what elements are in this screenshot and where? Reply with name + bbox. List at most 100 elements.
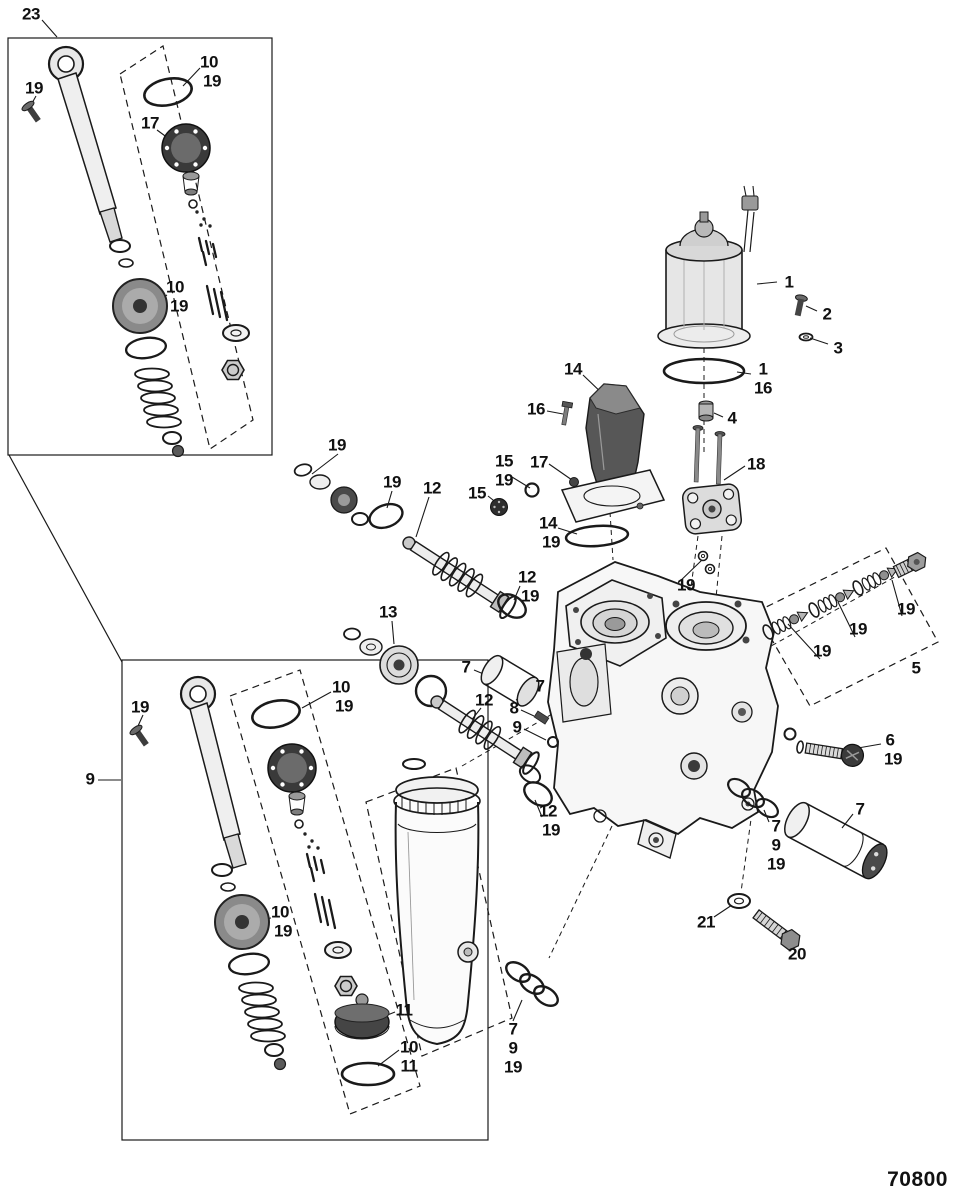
washer	[109, 239, 131, 253]
callout-19: 19	[170, 296, 188, 316]
washer-small	[220, 882, 236, 892]
callout-7: 7	[855, 799, 865, 819]
callout-11: 11	[395, 1000, 413, 1020]
washer-small	[118, 258, 134, 268]
screw-cluster	[305, 852, 337, 930]
motor-o-ring	[662, 357, 746, 385]
washer	[211, 863, 233, 877]
check-valve	[808, 589, 855, 618]
cap-o-ring	[564, 524, 630, 548]
o-ring	[251, 699, 301, 729]
retainer-ring	[162, 431, 182, 445]
bolt-icon	[129, 724, 149, 747]
o-ring	[497, 593, 527, 619]
seal-ring	[547, 736, 559, 748]
rod-and-seal-parts	[293, 463, 559, 807]
pump-body	[681, 483, 743, 535]
filter	[698, 400, 714, 422]
manual-release-screw	[796, 740, 865, 767]
check-balls	[303, 832, 320, 850]
wire-connector	[741, 195, 759, 211]
callout-19: 19	[677, 575, 695, 595]
callout-17: 17	[530, 452, 548, 472]
callout-10: 10	[400, 1037, 418, 1057]
callout-7: 7	[508, 1019, 518, 1039]
callout-19: 19	[274, 921, 292, 941]
fill-plug	[490, 498, 508, 516]
plate-screw	[569, 477, 579, 487]
callout-15: 15	[468, 483, 486, 503]
callout-19: 19	[521, 586, 539, 606]
callout-5: 5	[911, 658, 921, 678]
dashed-box-valve-kit	[755, 547, 939, 707]
spring	[238, 981, 286, 1043]
right-side-parts	[505, 727, 888, 1007]
callout-6: 6	[885, 730, 895, 750]
callout-10: 10	[200, 52, 218, 72]
piston	[112, 278, 168, 334]
pump-motor-assembly	[657, 185, 814, 575]
lock-nut	[221, 359, 245, 381]
backup-washer	[309, 474, 331, 490]
motor-washer	[798, 332, 814, 342]
piston-head	[161, 123, 211, 209]
callout-19: 19	[335, 696, 353, 716]
drawing-number: 70800	[887, 1168, 948, 1191]
callout-19: 19	[383, 472, 401, 492]
o-ring-large	[340, 1061, 396, 1087]
pump-bolt	[714, 431, 726, 485]
callout-1: 1	[784, 272, 794, 292]
o-ring	[227, 952, 271, 976]
small-o-ring	[524, 482, 540, 498]
callout-12: 12	[518, 567, 536, 587]
memory-piston	[334, 993, 390, 1040]
callout-7: 7	[461, 657, 471, 677]
trim-rod-eye	[47, 45, 123, 243]
screw-cluster	[197, 236, 229, 322]
callout-9: 9	[508, 1038, 518, 1058]
callout-19: 19	[328, 435, 346, 455]
end-cap-kit	[343, 627, 448, 708]
o-ring	[143, 77, 193, 107]
callout-17: 17	[141, 113, 159, 133]
cylinder-sleeve	[480, 654, 540, 707]
trim-cylinder-kit-top	[21, 45, 250, 458]
pump-bolt	[692, 425, 704, 483]
o-ring-small	[783, 727, 797, 741]
o-ring	[368, 502, 404, 530]
callout-10: 10	[332, 677, 350, 697]
callout-19: 19	[203, 71, 221, 91]
callout-12: 12	[475, 690, 493, 710]
check-balls	[195, 210, 212, 228]
callout-11: 11	[400, 1056, 418, 1076]
dashed-connectors	[461, 348, 901, 959]
o-ring	[124, 336, 168, 360]
cylinder-bore-right	[665, 600, 750, 651]
seat	[273, 1057, 287, 1071]
valve-plug	[892, 551, 927, 579]
callout-15: 15	[495, 451, 513, 471]
callout-16: 16	[754, 378, 772, 398]
vent-screw	[561, 400, 574, 426]
spring	[134, 367, 182, 429]
callout-19: 19	[131, 697, 149, 717]
seat	[171, 444, 185, 458]
pump-washers	[697, 550, 716, 575]
callout-16: 16	[527, 399, 545, 419]
retainer-ring	[264, 1043, 284, 1057]
tilt-cylinder-body	[393, 758, 481, 1046]
o-ring	[523, 781, 553, 807]
pin	[533, 710, 550, 725]
lock-nut	[334, 975, 358, 997]
trim-rod-lower	[430, 695, 540, 775]
callout-14: 14	[539, 513, 557, 533]
callout-18: 18	[747, 454, 765, 474]
callout-19: 19	[849, 619, 867, 639]
manifold-body	[547, 561, 779, 859]
callout-19: 19	[504, 1057, 522, 1077]
callout-20: 20	[788, 944, 806, 964]
callout-19: 19	[884, 749, 902, 769]
callout-7: 7	[535, 676, 545, 696]
